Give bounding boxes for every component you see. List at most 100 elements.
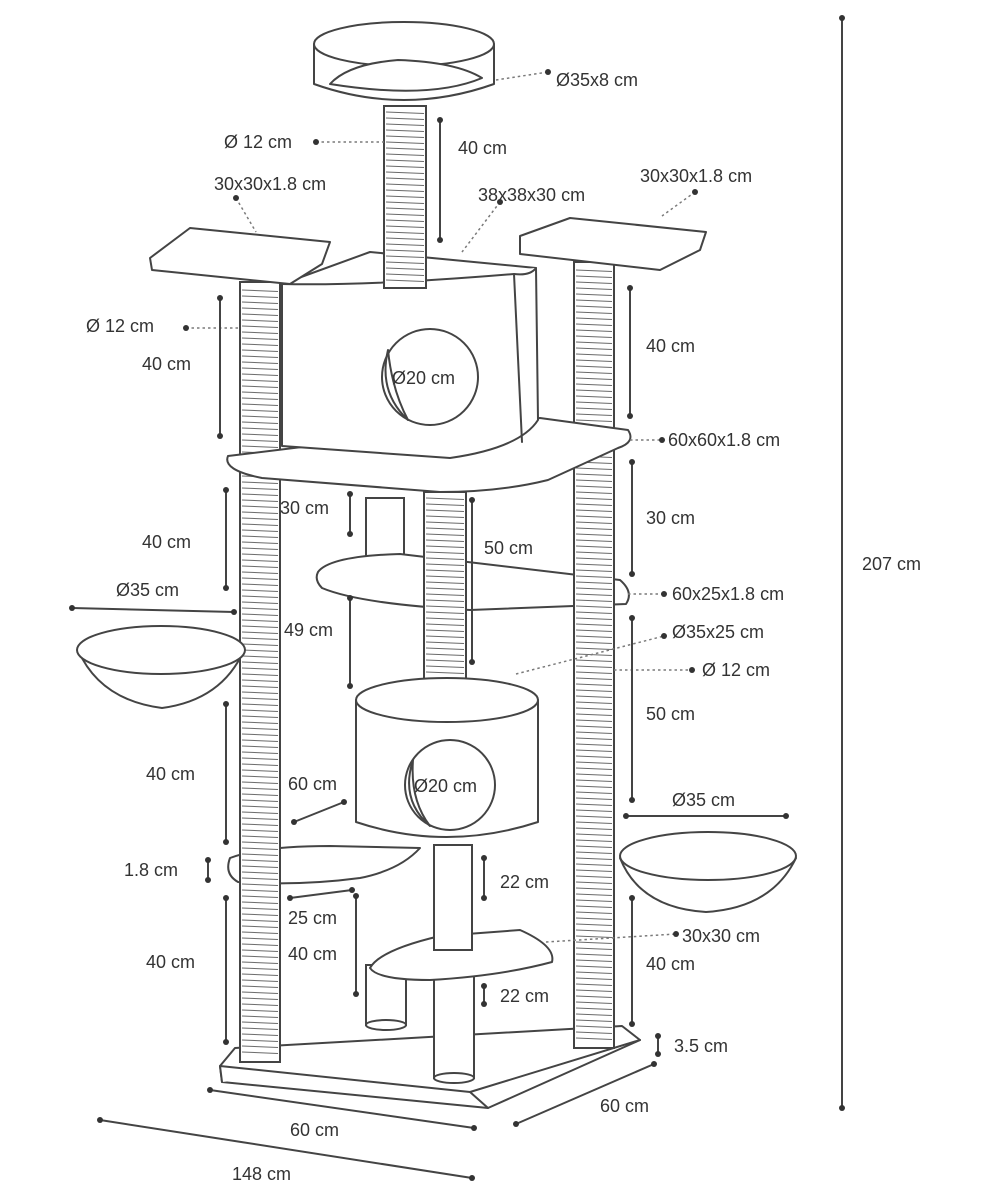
sisal-stripe [241,775,279,778]
sisal-stripe [241,709,279,712]
sisal-stripe [241,385,279,388]
sisal-stripe [241,865,279,868]
sisal-stripe [241,415,279,418]
sisal-stripe [575,551,613,554]
dimension-end-dot [437,237,443,243]
sisal-stripe [241,577,279,580]
sisal-stripe [575,563,613,566]
sisal-stripe [425,545,465,548]
sisal-stripe [241,805,279,808]
sisal-stripe [575,275,613,278]
sisal-stripe [241,817,279,820]
right-post [573,261,615,1049]
sisal-stripe [575,575,613,578]
dimension-end-dot [349,887,355,893]
sisal-stripe [241,547,279,550]
sisal-stripe [575,629,613,632]
sisal-stripe [241,751,279,754]
sisal-stripe [241,925,279,928]
sisal-stripe [575,605,613,608]
sisal-stripe [241,877,279,880]
sisal-stripe [241,997,279,1000]
sisal-stripe [241,409,279,412]
sisal-stripe [241,1009,279,1012]
sisal-stripe [241,319,279,322]
label-right-post-h2: 40 cm [646,954,695,974]
sisal-stripe [575,755,613,758]
sisal-stripe [241,361,279,364]
sisal-stripe [575,845,613,848]
sisal-stripe [575,851,613,854]
dimension-end-dot [205,877,211,883]
sisal-stripe [241,349,279,352]
dimension-end-dot [469,1175,475,1181]
sisal-stripe [241,811,279,814]
label-overall-height: 207 cm [862,554,921,574]
sisal-stripe [241,301,279,304]
sisal-stripe [425,671,465,674]
sisal-stripe [241,487,279,490]
sisal-stripe [385,165,425,168]
label-left-post-dia: Ø 12 cm [86,316,154,336]
sisal-stripe [575,347,613,350]
sisal-stripe [241,907,279,910]
sisal-stripe [575,383,613,386]
dimension-end-dot [545,69,551,75]
sisal-stripe [385,273,425,276]
sisal-stripe [575,689,613,692]
short-post-center [433,844,473,951]
short-post-low-center [433,967,475,1084]
sisal-stripe [425,503,465,506]
sisal-stripe [575,809,613,812]
dimension-end-dot [223,1039,229,1045]
sisal-stripe [575,401,613,404]
dimension-end-dot [97,1117,103,1123]
sisal-stripe [575,857,613,860]
label-top-bed: Ø35x8 cm [556,70,638,90]
small-platform [369,929,554,981]
sisal-stripe [575,389,613,392]
sisal-stripe [385,225,425,228]
sisal-stripe [575,671,613,674]
dimension-end-dot [655,1033,661,1039]
sisal-stripe [575,893,613,896]
sisal-stripe [385,249,425,252]
sisal-stripe [575,791,613,794]
label-left-post-h4: 40 cm [146,952,195,972]
sisal-stripe [575,899,613,902]
label-small-platform: 30x30 cm [682,926,760,946]
label-center-50: 50 cm [484,538,533,558]
sisal-stripe [385,135,425,138]
sisal-stripe [575,749,613,752]
base-board [219,1025,641,1109]
dimension-end-dot [651,1061,657,1067]
dimension-end-dot [437,117,443,123]
dimension-end-dot [692,189,698,195]
sisal-stripe [575,485,613,488]
sisal-stripe [241,337,279,340]
sisal-stripe [575,1025,613,1028]
label-thick-18: 1.8 cm [124,860,178,880]
sisal-stripe [241,685,279,688]
sisal-stripe [385,195,425,198]
dimension-end-dot [347,491,353,497]
sisal-stripe [241,757,279,760]
sisal-stripe [241,541,279,544]
sisal-stripe [241,379,279,382]
sisal-stripe [425,617,465,620]
right-bowl [619,831,797,913]
sisal-stripe [241,979,279,982]
sisal-stripe [241,445,279,448]
sisal-stripe [241,397,279,400]
sisal-stripe [241,481,279,484]
sisal-stripe [241,769,279,772]
sisal-stripe [385,213,425,216]
sisal-stripe [575,815,613,818]
sisal-stripe [575,653,613,656]
dimension-end-dot [481,855,487,861]
sisal-stripe [575,353,613,356]
sisal-stripe [385,111,425,114]
sisal-stripe [575,341,613,344]
sisal-stripe [241,697,279,700]
